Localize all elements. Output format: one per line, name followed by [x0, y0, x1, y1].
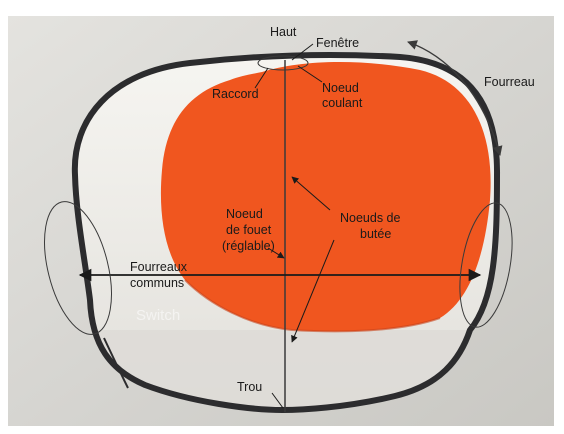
- label-haut: Haut: [270, 25, 297, 39]
- sail-shadow-edge: [184, 279, 441, 333]
- butee-pointer-bottom: [291, 239, 335, 343]
- label-noeud-fouet-1: Noeud: [226, 207, 263, 221]
- fenetre-pointer: [291, 43, 314, 61]
- label-fenetre: Fenêtre: [316, 36, 359, 50]
- left-sleeve-ellipse: [44, 201, 112, 335]
- noeud-coulant-pointer: [297, 65, 323, 83]
- right-sleeve-ellipse: [459, 202, 513, 328]
- butee-pointer-top: [291, 176, 331, 211]
- fourreau-arrow-path: [407, 40, 503, 156]
- label-noeud-fouet-3: (réglable): [222, 239, 275, 253]
- label-fourreau: Fourreau: [484, 75, 535, 89]
- label-noeud-coulant-2: coulant: [322, 96, 363, 110]
- label-fourreaux-communs-2: communs: [130, 276, 184, 290]
- label-fourreaux-communs-1: Fourreaux: [130, 260, 188, 274]
- label-noeuds-butee-1: Noeuds de: [340, 211, 401, 225]
- raccord-pointer: [254, 67, 269, 89]
- loose-cord: [103, 337, 129, 389]
- trou-pointer: [271, 392, 284, 409]
- fabric-lower-shade: [92, 330, 470, 410]
- label-trou: Trou: [237, 380, 262, 394]
- window-ellipse: [257, 55, 309, 71]
- label-raccord: Raccord: [212, 87, 259, 101]
- label-noeuds-butee-2: butée: [360, 227, 391, 241]
- label-noeud-coulant-1: Noeud: [322, 81, 359, 95]
- watermark-text: Switch: [136, 307, 180, 324]
- frame-sleeve: [71, 52, 501, 413]
- noeud-fouet-pointer: [267, 247, 285, 259]
- label-noeud-fouet-2: de fouet: [226, 223, 272, 237]
